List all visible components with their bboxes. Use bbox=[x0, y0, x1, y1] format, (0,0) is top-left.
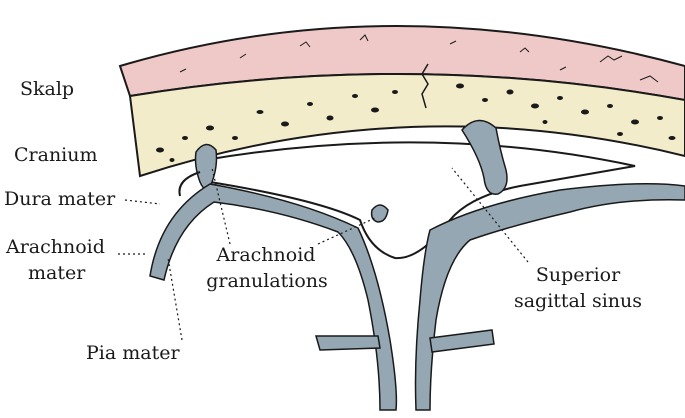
label-cranium: Cranium bbox=[14, 144, 98, 166]
leader-pia bbox=[167, 257, 183, 341]
label-arachnoid-mater-line1: Arachnoid bbox=[6, 236, 105, 258]
suture-line bbox=[421, 63, 429, 109]
scalp-texture bbox=[179, 34, 659, 83]
arachnoid-mater-left bbox=[149, 183, 398, 411]
label-arachnoid-granulations-line2: granulations bbox=[206, 270, 328, 292]
label-dura-mater: Dura mater bbox=[4, 188, 116, 210]
label-arachnoid-mater-line2: mater bbox=[28, 262, 86, 284]
leader-dura bbox=[124, 199, 161, 205]
arachnoid-mater-right bbox=[414, 183, 685, 411]
pia-branch-left bbox=[315, 335, 381, 351]
leader-sinus bbox=[451, 167, 529, 263]
label-pia-mater: Pia mater bbox=[86, 342, 180, 364]
cranium-layer bbox=[128, 73, 685, 178]
dura-mater-outline bbox=[178, 171, 201, 197]
leader-granulations-left bbox=[211, 167, 231, 245]
leader-lines bbox=[118, 167, 529, 341]
label-skalp: Skalp bbox=[20, 78, 75, 100]
label-superior-sagittal-sinus-line2: sagittal sinus bbox=[513, 290, 643, 312]
label-superior-sagittal-sinus-line1: Superior bbox=[535, 264, 621, 286]
pia-branch-right bbox=[429, 329, 495, 353]
leader-granulations-right bbox=[317, 217, 376, 245]
arachnoid-granulation-center bbox=[370, 204, 389, 223]
cranium-pores bbox=[156, 83, 676, 162]
label-arachnoid-granulations-line1: Arachnoid bbox=[216, 244, 316, 266]
arachnoid-granulation-right bbox=[461, 119, 508, 195]
